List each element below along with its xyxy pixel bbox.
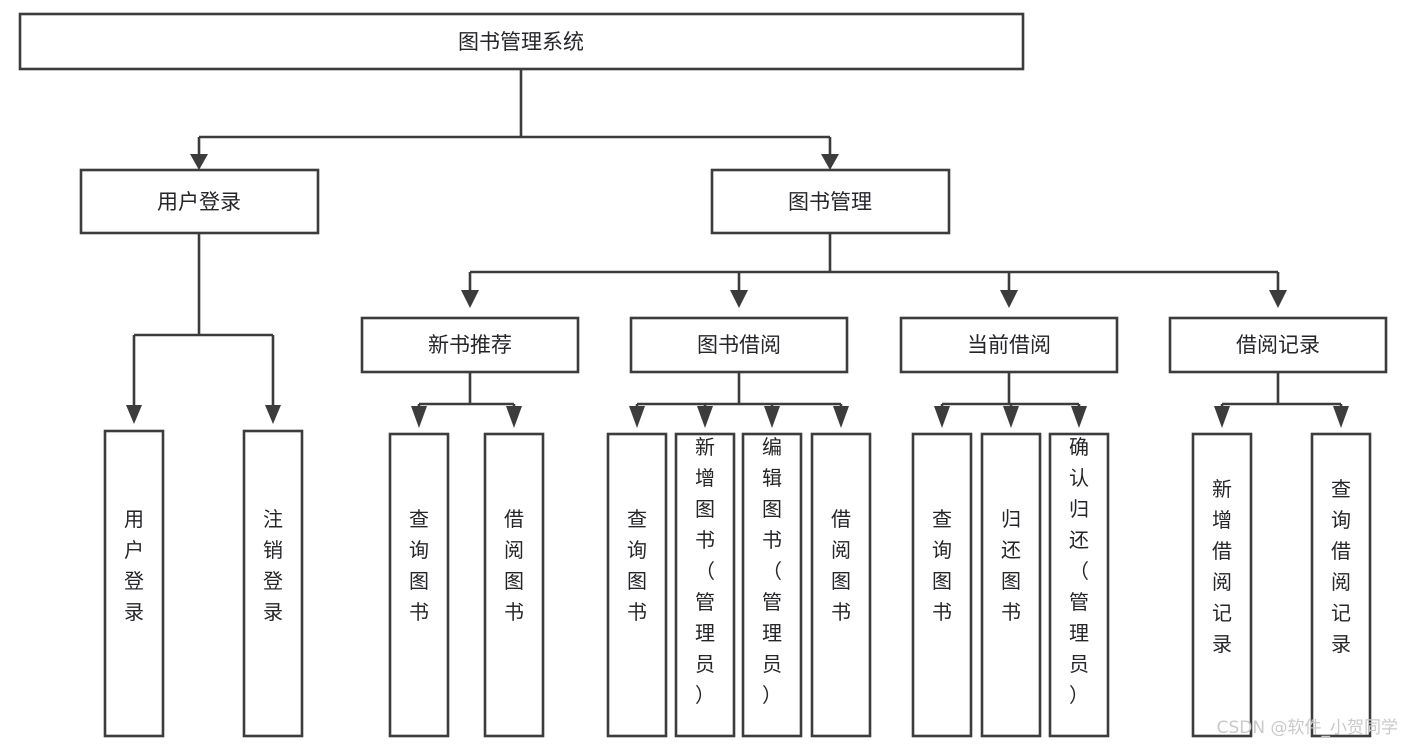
node-leaf-query-book-3[interactable]: 查询图书 [911, 432, 973, 738]
node-leaf-query-book-1-label: 查询图书 [409, 507, 429, 624]
arrow-to-leaf-user-logout [265, 405, 281, 424]
node-leaf-edit-book[interactable]: 编辑图书（管理员） [741, 432, 803, 738]
node-leaf-confirm-return-label: 确认归还（管理员） [1069, 435, 1089, 707]
node-user-login-label: 用户登录 [157, 190, 241, 214]
node-leaf-borrow-book-1[interactable]: 借阅图书 [483, 432, 545, 738]
node-book-borrow-label: 图书借阅 [697, 333, 781, 357]
node-user-login-box[interactable] [79, 168, 320, 235]
node-root-box[interactable] [18, 12, 1025, 71]
arrow-to-leaf-add-record [1214, 406, 1230, 428]
node-current-borrow-box[interactable] [899, 316, 1119, 374]
node-book-manage[interactable]: 图书管理 [710, 168, 951, 235]
arrow-to-leaf-borrow-book-2 [833, 406, 849, 428]
arrow-to-leaf-edit-book [764, 406, 780, 428]
node-borrow-record-box[interactable] [1168, 316, 1388, 374]
node-leaf-borrow-book-2[interactable]: 借阅图书 [810, 432, 872, 738]
node-leaf-user-logout-label: 注销登录 [263, 507, 283, 624]
node-current-borrow[interactable]: 当前借阅 [899, 316, 1119, 374]
arrow-to-leaf-query-book-2 [629, 406, 645, 428]
node-new-book-recommend-box[interactable] [360, 316, 580, 374]
arrow-to-leaf-query-book-3 [934, 406, 950, 428]
node-borrow-record[interactable]: 借阅记录 [1168, 316, 1388, 374]
node-book-manage-box[interactable] [710, 168, 951, 235]
node-leaf-borrow-book-1-label: 借阅图书 [504, 507, 524, 624]
node-leaf-return-book[interactable]: 归还图书 [980, 432, 1042, 738]
node-leaf-query-book-3-label: 查询图书 [932, 507, 952, 624]
node-leaf-add-book-box[interactable] [674, 432, 736, 738]
node-leaf-query-record-label: 查询借阅记录 [1331, 477, 1351, 656]
node-leaf-user-login[interactable]: 用户登录 [103, 429, 165, 738]
node-leaf-query-book-2[interactable]: 查询图书 [606, 432, 668, 738]
node-root[interactable]: 图书管理系统 [18, 12, 1025, 71]
node-leaf-query-record-box[interactable] [1310, 432, 1372, 738]
node-leaf-user-login-label: 用户登录 [124, 507, 144, 624]
node-leaf-add-record[interactable]: 新增借阅记录 [1191, 432, 1253, 738]
arrow-to-new-book-recommend [461, 290, 479, 308]
connector-layer [126, 69, 1349, 428]
node-leaf-add-record-box[interactable] [1191, 432, 1253, 738]
node-leaf-add-book[interactable]: 新增图书（管理员） [674, 432, 736, 738]
node-leaf-add-record-label: 新增借阅记录 [1212, 477, 1232, 656]
arrow-to-user-login [190, 154, 208, 170]
arrow-to-leaf-query-record [1333, 406, 1349, 428]
node-root-label: 图书管理系统 [458, 30, 584, 54]
node-leaf-borrow-book-2-box[interactable] [810, 432, 872, 738]
node-book-borrow-box[interactable] [629, 316, 849, 374]
node-leaf-query-book-1[interactable]: 查询图书 [388, 432, 450, 738]
node-book-borrow[interactable]: 图书借阅 [629, 316, 849, 374]
node-leaf-user-logout-box[interactable] [242, 429, 304, 738]
node-current-borrow-label: 当前借阅 [967, 333, 1051, 357]
node-leaf-add-book-label: 新增图书（管理员） [695, 435, 715, 707]
arrow-to-leaf-borrow-book-1 [506, 406, 522, 428]
arrow-to-current-borrow [1000, 290, 1018, 308]
node-leaf-return-book-label: 归还图书 [1001, 507, 1021, 624]
node-leaf-edit-book-label: 编辑图书（管理员） [762, 435, 782, 707]
arrow-to-leaf-return-book [1003, 406, 1019, 428]
arrow-to-leaf-confirm-return [1071, 406, 1087, 428]
node-leaf-query-book-1-box[interactable] [388, 432, 450, 738]
node-leaf-confirm-return-box[interactable] [1048, 432, 1110, 738]
node-leaf-user-login-box[interactable] [103, 429, 165, 738]
arrow-to-leaf-add-book [697, 406, 713, 428]
node-leaf-edit-book-box[interactable] [741, 432, 803, 738]
node-borrow-record-label: 借阅记录 [1236, 333, 1320, 357]
node-leaf-query-book-3-box[interactable] [911, 432, 973, 738]
node-leaf-return-book-box[interactable] [980, 432, 1042, 738]
node-leaf-confirm-return[interactable]: 确认归还（管理员） [1048, 432, 1110, 738]
node-leaf-borrow-book-2-label: 借阅图书 [831, 507, 851, 624]
node-book-manage-label: 图书管理 [788, 190, 872, 214]
arrow-to-book-manage [821, 154, 839, 170]
node-user-login[interactable]: 用户登录 [79, 168, 320, 235]
node-leaf-user-logout[interactable]: 注销登录 [242, 429, 304, 738]
arrow-to-leaf-user-login [126, 405, 142, 424]
arrow-to-borrow-record [1269, 290, 1287, 308]
node-leaf-borrow-book-1-box[interactable] [483, 432, 545, 738]
arrow-to-leaf-query-book-1 [411, 406, 427, 428]
node-leaf-query-book-2-label: 查询图书 [627, 507, 647, 624]
node-leaf-query-record[interactable]: 查询借阅记录 [1310, 432, 1372, 738]
node-leaf-query-book-2-box[interactable] [606, 432, 668, 738]
node-new-book-recommend[interactable]: 新书推荐 [360, 316, 580, 374]
arrow-to-book-borrow [730, 290, 748, 308]
node-new-book-recommend-label: 新书推荐 [428, 333, 512, 357]
csdn-watermark: CSDN @软件_小贺同学 [1217, 718, 1398, 738]
